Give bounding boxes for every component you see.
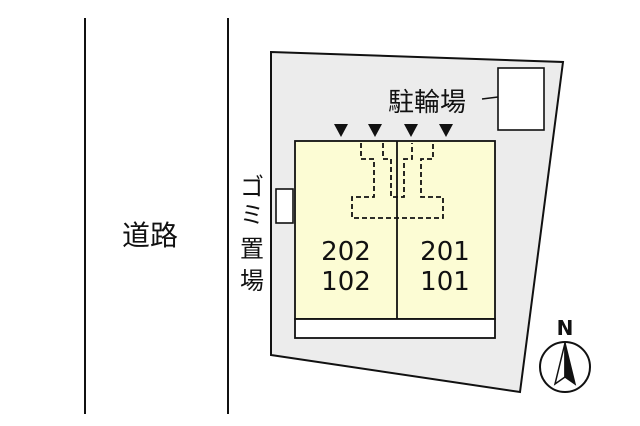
- compass-needle-right: [564, 342, 577, 386]
- road-label: 道路: [122, 219, 178, 252]
- entrance-marker-4: [439, 124, 453, 137]
- bicycle-parking-leader: [481, 96, 499, 100]
- bicycle-parking-box: [497, 67, 545, 131]
- stair-outline: [351, 143, 444, 219]
- unit-left-upper: 202: [321, 237, 371, 267]
- garbage-char-4: 場: [240, 267, 264, 295]
- unit-right-upper: 201: [420, 237, 470, 267]
- bicycle-parking-label: 駐輪場: [388, 88, 466, 118]
- garbage-box: [275, 188, 294, 224]
- unit-right-lower: 101: [420, 267, 470, 297]
- unit-left-lower: 102: [321, 267, 371, 297]
- compass-label: N: [557, 316, 574, 340]
- garbage-char-1: ゴ: [240, 173, 264, 201]
- entrance-marker-2: [368, 124, 382, 137]
- stair-outline-center: [382, 143, 413, 198]
- garbage-char-2: ミ: [240, 201, 264, 229]
- garbage-char-3: 置: [240, 235, 264, 263]
- entrance-marker-3: [404, 124, 418, 137]
- entrance-marker-1: [334, 124, 348, 137]
- building: [294, 140, 496, 320]
- balcony: [294, 318, 496, 339]
